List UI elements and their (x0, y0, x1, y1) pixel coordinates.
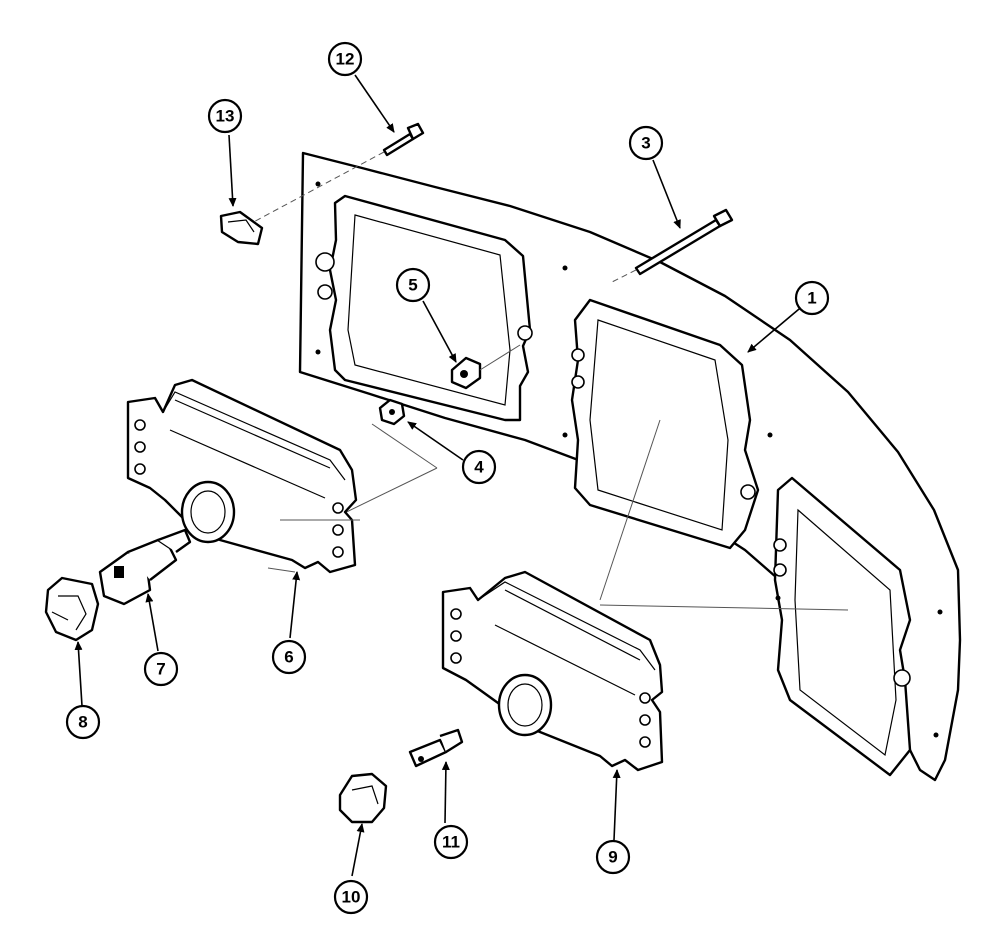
lamp-housing-6 (126, 378, 358, 574)
socket-10 (338, 772, 388, 824)
alignment-lines (280, 419, 849, 611)
callout-3: 3 (628, 125, 664, 161)
callout-7: 7 (143, 651, 179, 687)
svg-text:13: 13 (216, 107, 235, 126)
svg-text:6: 6 (284, 648, 293, 667)
callout-1: 1 (794, 280, 830, 316)
callout-12: 12 (327, 41, 363, 77)
nut-4 (329, 398, 438, 521)
leader-lines (74, 74, 806, 877)
callout-4: 4 (461, 449, 497, 485)
socket-8 (44, 576, 100, 642)
nut-5 (450, 344, 521, 390)
svg-text:4: 4 (474, 458, 484, 477)
callout-13: 13 (207, 98, 243, 134)
callout-11: 11 (433, 824, 469, 860)
bulb-11 (408, 728, 464, 768)
callout-8: 8 (65, 704, 101, 740)
svg-text:9: 9 (608, 848, 617, 867)
clip-13 (219, 210, 264, 246)
svg-text:12: 12 (336, 50, 355, 69)
svg-text:5: 5 (408, 276, 417, 295)
callout-9: 9 (595, 839, 631, 875)
svg-text:1: 1 (807, 289, 816, 308)
callout-10: 10 (333, 879, 369, 915)
lamp-housing-9 (441, 570, 664, 772)
svg-text:3: 3 (641, 134, 650, 153)
svg-text:7: 7 (156, 660, 165, 679)
svg-text:10: 10 (342, 888, 361, 907)
svg-text:8: 8 (78, 713, 87, 732)
bulb-7 (98, 528, 192, 606)
callout-6: 6 (271, 639, 307, 675)
svg-text:11: 11 (442, 833, 460, 852)
screw-3 (611, 208, 734, 283)
callout-5: 5 (395, 267, 431, 303)
screw-12 (247, 122, 425, 226)
